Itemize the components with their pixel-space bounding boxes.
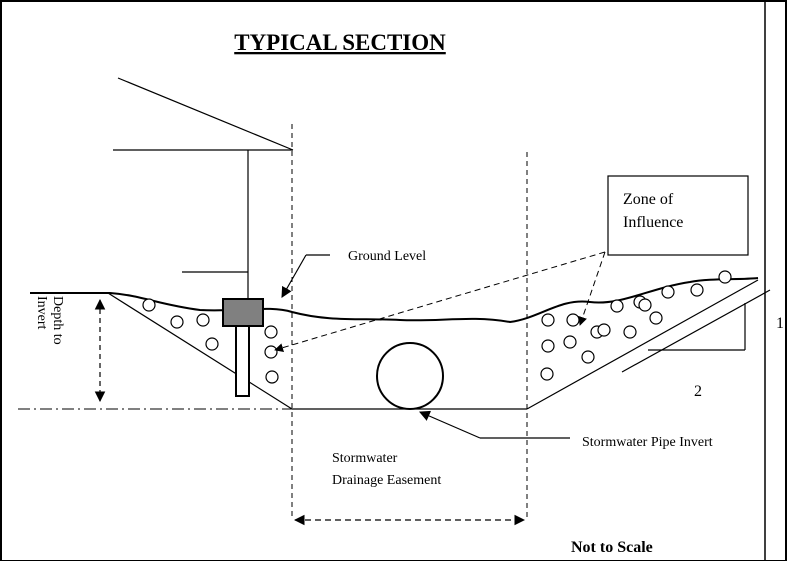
backfill-right (540, 270, 732, 381)
slope-vertical-label: 1 (776, 315, 784, 332)
slope-indicator (621, 289, 771, 373)
pipe-invert-label: Stormwater Pipe Invert (582, 435, 713, 450)
diagram-title: TYPICAL SECTION (234, 30, 446, 55)
depth-to-invert-label: Depth to Invert (34, 296, 65, 345)
easement-boundaries (291, 124, 528, 520)
depth-to-invert-line2: Invert (34, 296, 49, 330)
ground-level-leader (281, 254, 330, 298)
not-to-scale-note: Not to Scale (571, 539, 653, 556)
ground-level-label: Ground Level (348, 249, 426, 264)
easement-label-line1: Stormwater (332, 451, 398, 466)
footing-pier (235, 325, 250, 397)
house-footing (222, 298, 264, 327)
easement-label-line2: Drainage Easement (332, 473, 441, 488)
pipe-invert-leader (419, 410, 570, 439)
left-trench-batter (107, 292, 293, 410)
zone-of-influence-label-line1: Zone of (623, 191, 674, 208)
backfill-left (142, 298, 279, 384)
right-trench-batter (526, 279, 759, 410)
zone-of-influence-label-line2: Influence (623, 214, 683, 231)
zone-of-influence-leaders (274, 251, 606, 353)
depth-to-invert-line1: Depth to (50, 296, 65, 345)
stormwater-pipe (376, 342, 444, 410)
slope-horizontal-label: 2 (694, 383, 702, 400)
house-outline (113, 77, 294, 300)
zone-of-influence-box (607, 175, 749, 256)
